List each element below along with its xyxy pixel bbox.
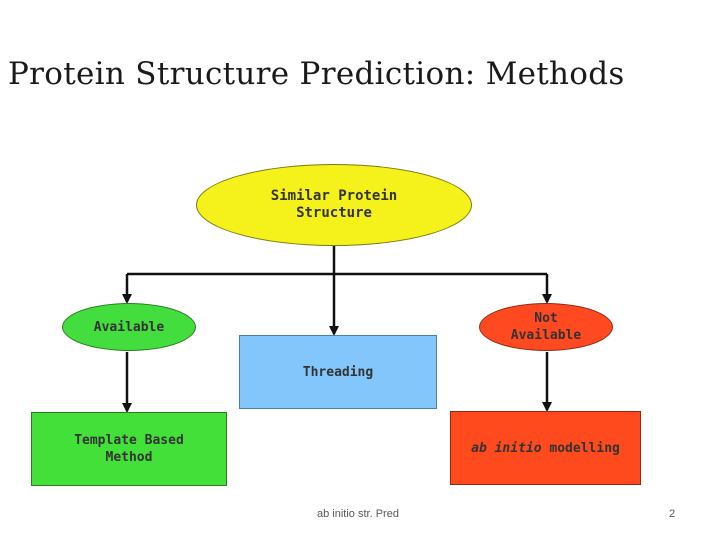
page-number: 2 [669,508,676,520]
threading-label: Threading [302,364,374,380]
not-available-node: Not Available [479,303,613,351]
slide-title: Protein Structure Prediction: Methods [8,56,625,92]
similar-protein-line2: Structure [296,205,372,221]
ab-initio-italic: ab initio [471,440,542,456]
available-node: Available [62,303,196,351]
template-based-method-node: Template Based Method [31,412,227,486]
threading-node: Threading [239,335,437,409]
available-label: Available [93,319,165,335]
similar-protein-line1: Similar Protein [270,188,398,204]
template-based-line2: Method [105,450,153,465]
similar-protein-structure-node: Similar Protein Structure [196,164,472,246]
slide-footer: ab initio str. Pred [317,508,399,520]
ab-initio-modelling-node: ab initio modelling [450,411,641,485]
template-based-line1: Template Based [74,433,184,448]
not-available-line1: Not [534,311,558,326]
ab-initio-rest: modelling [541,440,620,456]
not-available-line2: Available [510,328,582,343]
